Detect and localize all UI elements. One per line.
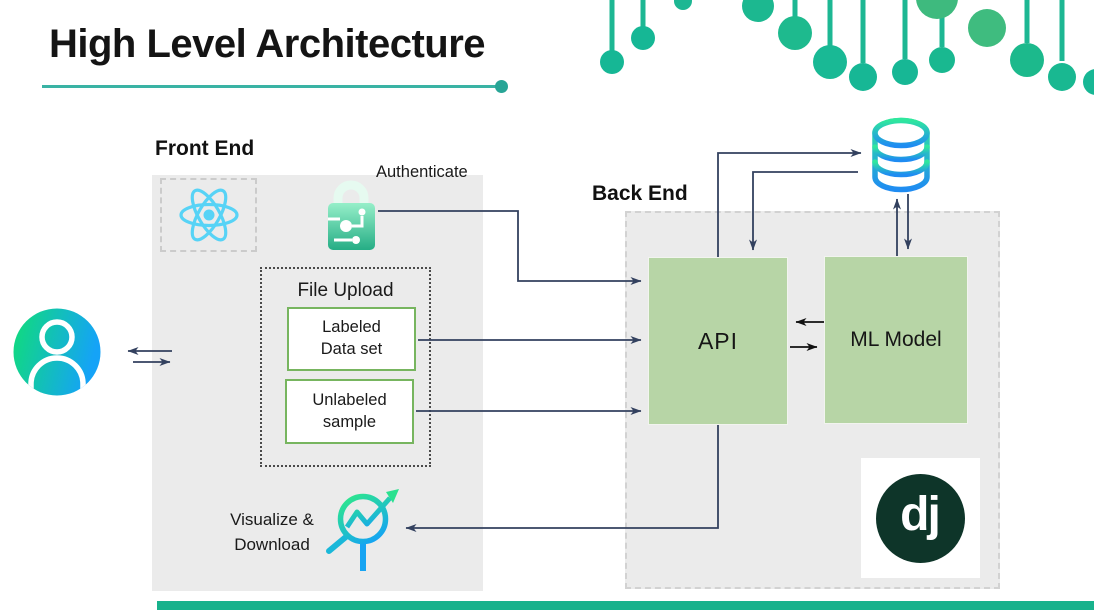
decorative-circles [600,0,1094,95]
react-logo-icon [178,188,239,242]
labeled-line1: Labeled [322,318,381,337]
authenticate-label: Authenticate [376,163,468,181]
react-logo-box [160,178,257,252]
title-underline [42,85,498,88]
file-upload-group: File Upload [260,267,431,467]
unlabeled-sample-box: Unlabeled sample [285,379,414,444]
visualize-download-label: Visualize & Download [218,508,326,557]
ml-model-node: ML Model [824,256,968,424]
labeled-dataset-box: Labeled Data set [287,307,416,371]
visualize-line2: Download [234,534,310,554]
django-logo-icon: dj [876,473,965,563]
backend-label: Back End [592,182,688,205]
api-label: API [697,327,739,354]
title-underline-dot [495,80,508,93]
django-logo-box: dj [861,458,980,578]
frontend-label: Front End [155,137,255,160]
unlabeled-line1: Unlabeled [312,390,387,409]
ml-model-label: ML Model [850,328,942,351]
api-node: API [648,257,788,425]
django-label: dj [900,487,941,541]
file-upload-title: File Upload [297,280,394,301]
footer-accent-bar [157,601,1094,610]
visualize-line1: Visualize & [230,510,314,529]
labeled-line2: Data set [320,340,383,358]
unlabeled-line2: sample [322,412,377,431]
page-title: High Level Architecture [49,22,486,66]
